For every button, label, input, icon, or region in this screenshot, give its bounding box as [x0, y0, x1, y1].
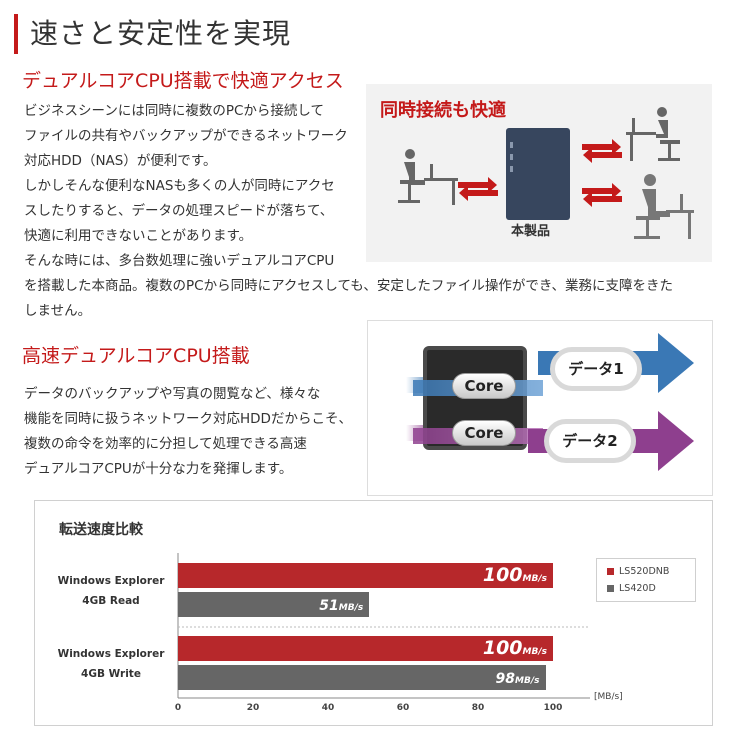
section1-line: しません。 — [24, 303, 92, 319]
category-label-line: Windows Explorer — [57, 648, 165, 660]
section2-line: デュアルコアCPUが十分な力を発揮します。 — [24, 461, 293, 477]
section1-line: ビジネスシーンには同時に複数のPCから接続して — [24, 103, 324, 119]
section2-line: データのバックアップや写真の閲覧など、様々な — [24, 386, 321, 402]
exchange-arrows-icon — [458, 177, 498, 201]
bar-value-label: 51MB/s — [319, 598, 364, 614]
section1-line: を搭載した本商品。複数のPCから同時にアクセスしても、安定したファイル操作ができ… — [24, 278, 673, 294]
section1-line: そんな時には、多台数処理に強いデュアルコアCPU — [24, 253, 335, 269]
legend-label: LS420D — [619, 583, 656, 594]
server-icon — [506, 128, 570, 220]
x-axis-unit: [MB/s] — [594, 692, 623, 702]
chart-title: 転送速度比較 — [59, 522, 143, 538]
x-tick-label: 60 — [396, 703, 410, 713]
dual-core-diagram: Core Core データ1 データ2 — [367, 320, 713, 496]
x-tick-label: 20 — [246, 703, 260, 713]
section1-line: 対応HDD（NAS）が便利です。 — [24, 153, 217, 169]
title-accent-bar — [14, 14, 18, 54]
section2-line: 機能を同時に扱うネットワーク対応HDDだからこそ、 — [24, 411, 352, 427]
legend-item: LS420D — [607, 583, 656, 594]
core-label: Core — [452, 420, 516, 446]
user-at-desk-icon — [626, 107, 680, 161]
section2-heading: 高速デュアルコアCPU搭載 — [22, 345, 250, 367]
bar-value-label: 100MB/s — [482, 637, 547, 659]
category-label-line: 4GB Write — [81, 668, 141, 680]
section1-line: しかしそんな便利なNASも多くの人が同時にアクセ — [24, 178, 335, 194]
diagram-title: 同時接続も快適 — [380, 100, 506, 121]
section1-line: 快適に利用できないことがあります。 — [24, 228, 253, 244]
data-bubble: データ2 — [544, 419, 636, 463]
user-at-desk-icon — [398, 149, 458, 205]
x-tick-label: 100 — [543, 703, 563, 713]
x-tick-label: 80 — [471, 703, 485, 713]
bar-ls520dnb: 100MB/s — [178, 563, 553, 588]
bar-ls420d: 51MB/s — [178, 592, 370, 617]
bar-value-label: 98MB/s — [495, 671, 540, 687]
chart-legend: LS520DNB LS420D — [596, 558, 696, 602]
category-label-line: Windows Explorer — [57, 575, 165, 587]
legend-swatch — [607, 585, 614, 592]
category-label: Windows Explorer 4GB Read — [48, 571, 174, 611]
server-label: 本製品 — [511, 224, 551, 239]
category-label-line: 4GB Read — [82, 595, 140, 607]
bar-value-label: 100MB/s — [482, 564, 547, 586]
section1-line: ファイルの共有やバックアップができるネットワーク — [24, 128, 348, 144]
section1-line: スしたりすると、データの処理スピードが落ちて、 — [24, 203, 334, 219]
user-at-desk-icon — [634, 174, 694, 239]
legend-swatch — [607, 568, 614, 575]
category-label: Windows Explorer 4GB Write — [48, 644, 174, 684]
legend-label: LS520DNB — [619, 566, 670, 577]
exchange-arrows-icon — [582, 183, 622, 207]
section2-line: 複数の命令を効率的に分担して処理できる高速 — [24, 436, 307, 452]
bar-ls520dnb: 100MB/s — [178, 636, 553, 661]
page-title: 速さと安定性を実現 — [30, 17, 292, 50]
section1-heading: デュアルコアCPU搭載で快適アクセス — [22, 70, 344, 92]
core-label: Core — [452, 373, 516, 399]
speed-chart-frame: 転送速度比較 — [34, 500, 713, 726]
legend-item: LS520DNB — [607, 566, 669, 577]
exchange-arrows-icon — [582, 139, 622, 163]
data-bubble: データ1 — [550, 347, 642, 391]
x-tick-label: 0 — [174, 703, 182, 713]
concurrent-access-diagram: 同時接続も快適 本製品 — [366, 84, 712, 262]
x-tick-label: 40 — [321, 703, 335, 713]
bar-ls420d: 98MB/s — [178, 665, 546, 690]
